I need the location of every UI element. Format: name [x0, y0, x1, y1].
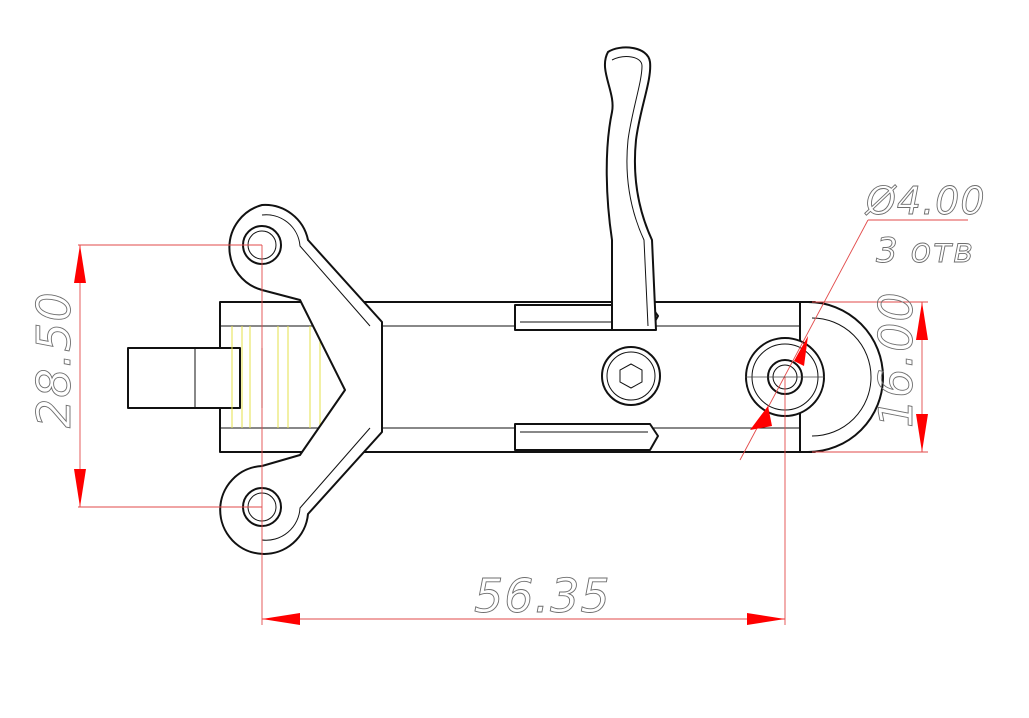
hex-screw: [601, 346, 661, 406]
dimension-28-50: 28.50: [27, 244, 262, 508]
dim-label-hole-diameter: Ø4.00: [864, 179, 986, 223]
dim-label-height-left: 28.50: [27, 291, 81, 428]
dimension-16-00: 16.00: [812, 291, 928, 453]
lever-handle: [603, 46, 657, 331]
y-bracket: [219, 203, 383, 555]
left-stub: [127, 347, 241, 409]
dimension-hole-diameter: Ø4.00 3 отв: [739, 179, 986, 461]
lower-slot: [514, 423, 659, 451]
right-lug: [799, 301, 884, 453]
dimension-56-35: 56.35: [261, 245, 786, 625]
hex-socket-icon: [619, 363, 643, 389]
dim-label-width-bottom: 56.35: [474, 569, 611, 623]
dim-label-height-right: 16.00: [869, 291, 923, 428]
part-outline: [127, 46, 884, 555]
dim-label-hole-count: 3 отв: [876, 231, 974, 271]
